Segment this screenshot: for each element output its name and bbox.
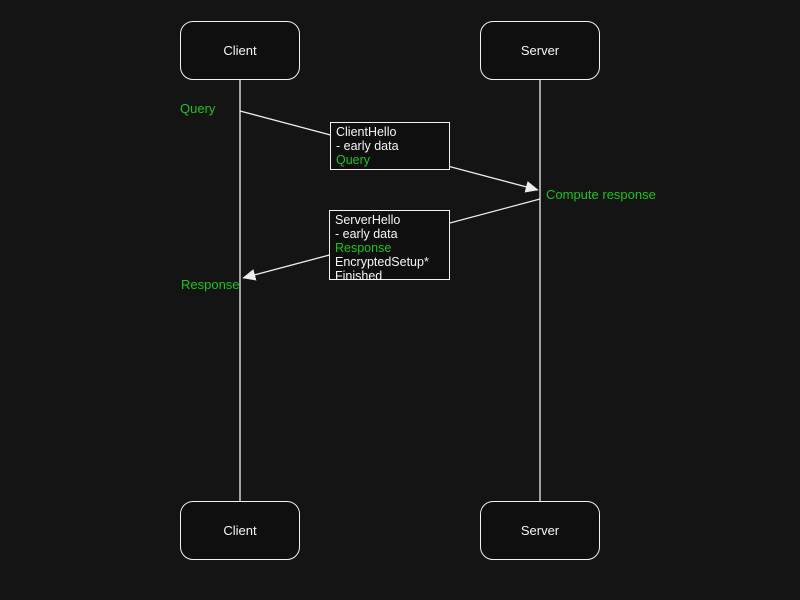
actor-client-bottom-label: Client [223, 523, 257, 538]
annotation-response: Response [181, 277, 240, 292]
actor-client-top-label: Client [223, 43, 257, 58]
message-line: - early data [336, 139, 399, 153]
message-line: Response [335, 241, 392, 255]
actor-server-top-label: Server [520, 43, 560, 58]
message-box-clienthello: ClientHello - early data Query [330, 122, 450, 170]
actor-server-bottom-label: Server [520, 523, 560, 538]
actor-client-top: Client [180, 21, 300, 80]
message-line: Query [336, 153, 371, 167]
message-box-serverhello: ServerHello - early data Response Encryp… [329, 210, 450, 283]
annotation-compute-response: Compute response [546, 187, 656, 202]
actor-client-bottom: Client [180, 501, 300, 560]
message-line: ClientHello [336, 125, 397, 139]
message-line: EncryptedSetup* [335, 255, 429, 269]
actor-server-bottom: Server [480, 501, 600, 560]
message-line: - early data [335, 227, 398, 241]
message-line: Finished [335, 269, 383, 283]
message-line: ServerHello [335, 213, 401, 227]
annotation-query: Query [180, 101, 216, 116]
actor-server-top: Server [480, 21, 600, 80]
